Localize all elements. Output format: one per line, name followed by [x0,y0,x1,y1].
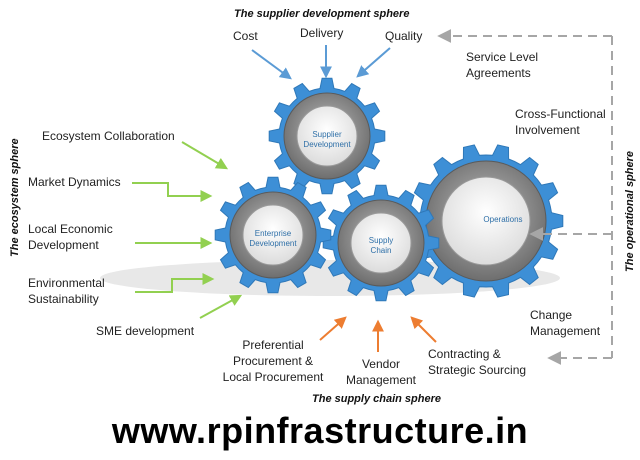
enterprise-development-gear-label: Enterprise Development [243,229,303,249]
sme-development-label: SME development [96,323,194,339]
service-level-agreements-line-1: Service Level [466,50,539,64]
local-economic-development-label: Local Economic Development [28,221,113,253]
vendor-management-line-2: Management [345,373,417,387]
supplier-development-sphere-title: The supplier development sphere [234,8,410,20]
supplier-development-gear-line-2: Development [303,140,351,149]
sme-development-arrow [199,294,243,319]
vendor-management-line-1: Vendor [361,357,401,371]
website-url: www.rpinfrastructure.in [111,410,529,451]
market-dynamics-label: Market Dynamics [28,174,121,190]
supplier-development-gear [268,77,386,195]
preferential-procurement-arrow [319,316,347,341]
enterprise-development-gear-line-2: Development [249,239,297,248]
cross-functional-involvement-line-2: Involvement [515,123,580,137]
cross-functional-involvement-line-1: Cross-Functional [515,107,606,121]
quality-arrow [356,47,391,78]
ecosystem-collaboration-line-1: Ecosystem Collaboration [42,129,175,143]
gear-hub [441,176,531,266]
ecosystem-sphere-title: The ecosystem sphere [9,138,21,257]
environmental-sustainability-line-2: Sustainability [28,292,99,306]
supply-chain-gear-line-2: Chain [370,246,392,255]
supplier-development-gear-line-1: Supplier [312,130,342,139]
contracting-label: Contracting & Strategic Sourcing [428,346,526,378]
contracting-line-1: Contracting & [428,347,501,361]
contracting-line-2: Strategic Sourcing [428,363,527,377]
contracting-arrow [410,316,437,343]
service-level-agreements-line-2: Agreements [466,66,531,80]
enterprise-development-gear [214,176,332,294]
gear-hub [296,105,358,167]
preferential-procurement-label: Preferential Procurement & Local Procure… [221,337,325,385]
operations-gear [408,144,564,298]
preferential-procurement-line-3: Local Procurement [222,370,324,384]
market-dynamics-line-1: Market Dynamics [28,175,121,189]
environmental-sustainability-line-1: Environmental [28,276,105,290]
environmental-sustainability-label: Environmental Sustainability [28,275,105,307]
cross-functional-involvement-label: Cross-Functional Involvement [515,106,606,138]
cost-label: Cost [233,29,258,43]
change-management-label: Change Management [530,307,600,339]
environmental-sustainability-arrow [135,273,215,293]
supply-chain-gear [322,184,440,302]
operational-sphere-title: The operational sphere [624,150,636,272]
local-economic-development-line-2: Development [28,238,99,252]
operations-gear-label: Operations [468,215,538,225]
cost-arrow [251,49,292,80]
ecosystem-collaboration-label: Ecosystem Collaboration [42,128,175,144]
change-management-line-2: Management [530,324,601,338]
supply-chain-gear-line-1: Supply [368,236,394,245]
supplier-development-gear-label: Supplier Development [297,130,357,150]
operations-gear-line-1: Operations [483,215,523,224]
supply-chain-sphere-title: The supply chain sphere [312,393,441,405]
supply-chain-gear-label: Supply Chain [351,236,411,256]
vendor-management-label: Vendor Management [343,356,419,388]
quality-label: Quality [385,29,423,43]
market-dynamics-arrow [132,182,213,202]
enterprise-development-gear-line-1: Enterprise [254,229,292,238]
local-economic-development-line-1: Local Economic [28,222,113,236]
change-management-line-1: Change [530,308,573,322]
delivery-label: Delivery [300,26,344,40]
preferential-procurement-line-2: Procurement & [232,354,314,368]
sme-development-line-1: SME development [96,324,195,338]
gear-hub [242,204,304,266]
preferential-procurement-line-1: Preferential [242,338,304,352]
gear-hub [350,212,412,274]
service-level-agreements-label: Service Level Agreements [466,49,538,81]
ecosystem-collaboration-arrow [181,141,229,170]
